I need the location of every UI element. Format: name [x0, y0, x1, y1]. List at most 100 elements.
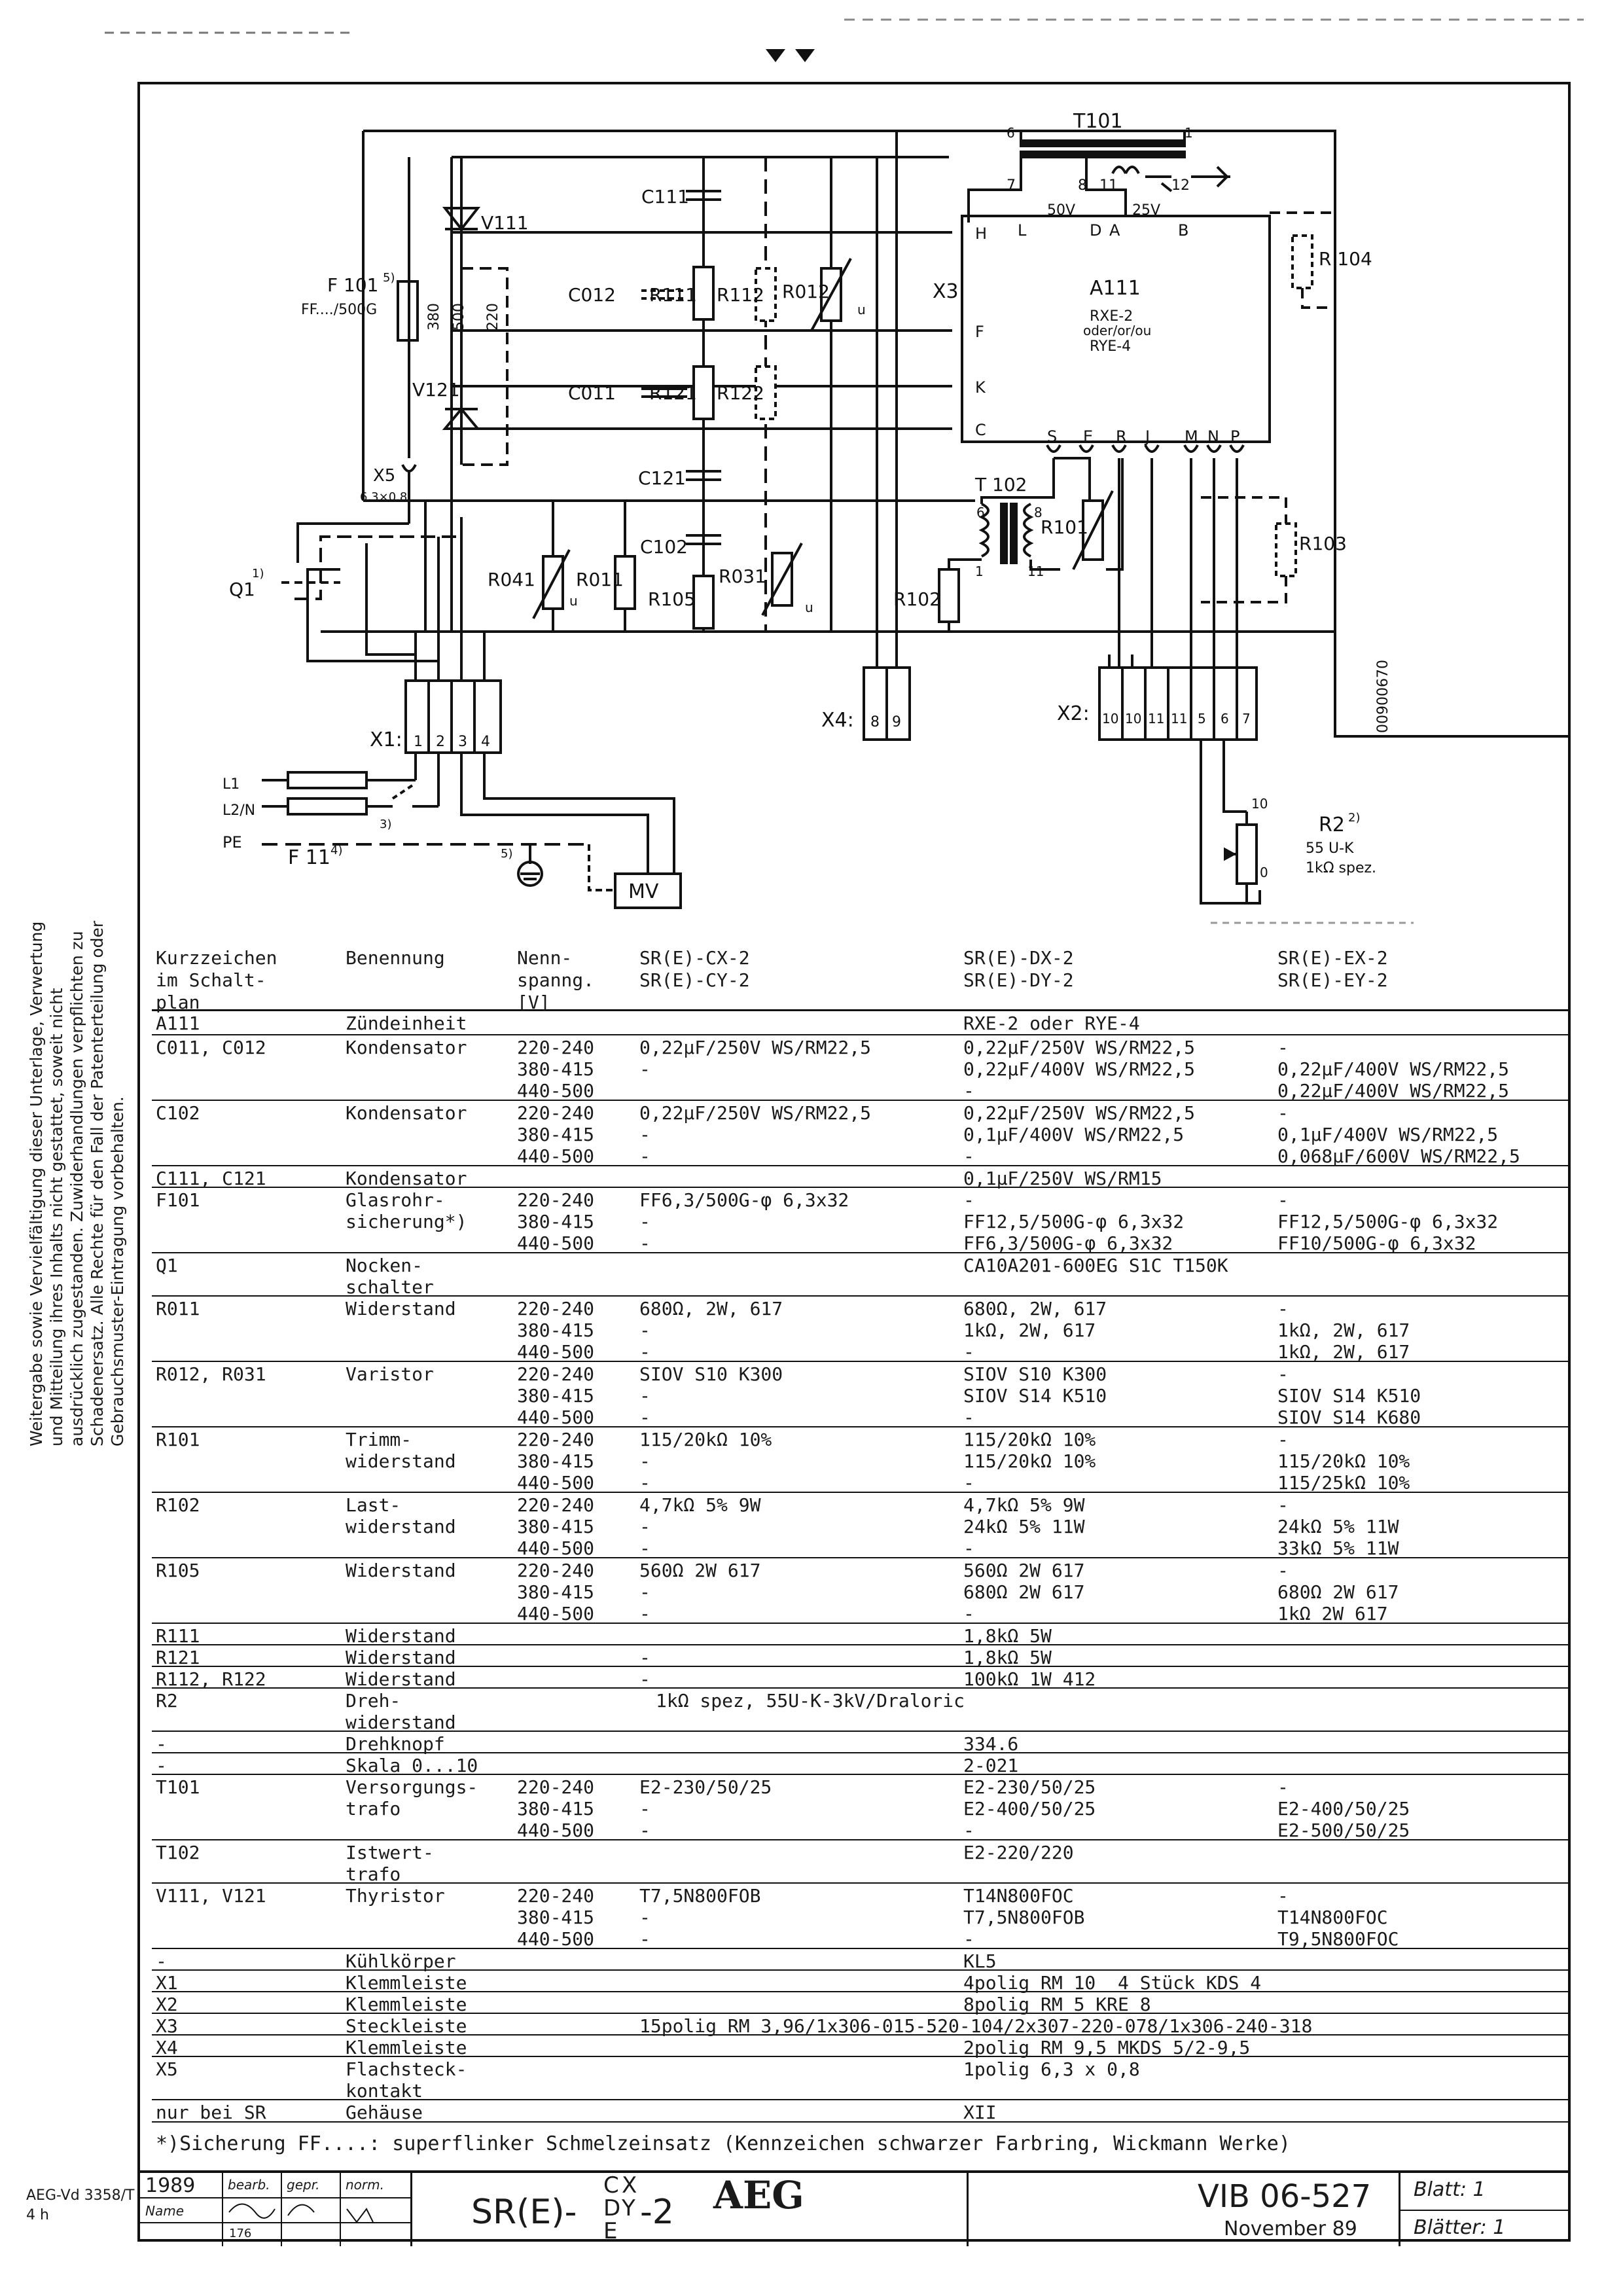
cell-c1: Flachsteck- kontakt — [346, 2058, 467, 2102]
label-R103: R103 — [1299, 533, 1347, 554]
revision-grid — [137, 2173, 412, 2246]
pin-E: E — [1083, 427, 1093, 446]
cell-c4: CA10A201-600EG S1C T150K — [963, 1255, 1228, 1276]
label-T101: T101 — [1073, 110, 1123, 133]
label-C111: C111 — [641, 186, 689, 207]
cell-c2: 220-240 380-415 440-500 — [517, 1363, 595, 1428]
label-x2-f: 6 — [1221, 711, 1229, 726]
cell-c3: - — [639, 1668, 651, 1690]
label-t8: 8 — [1034, 505, 1043, 520]
cell-c2: 220-240 380-415 440-500 — [517, 1429, 595, 1494]
cell-c4: 334.6 — [963, 1733, 1019, 1755]
label-u1: u — [857, 302, 866, 317]
drawing-number: 00900670 — [1375, 660, 1391, 733]
pin-B: B — [1178, 221, 1188, 240]
cell-c0: nur bei SR — [156, 2102, 266, 2123]
cell-c6: 100kΩ 1W 412 — [963, 1668, 1096, 1690]
cell-c1: Istwert- trafo — [346, 1842, 434, 1885]
label-Q1: Q1 — [229, 579, 255, 600]
cell-c1: Widerstand — [346, 1298, 456, 1319]
cell-c2: 220-240 380-415 440-500 — [517, 1885, 595, 1950]
cell-c4: 2polig RM 9,5 MKDS 5/2-9,5 — [963, 2037, 1251, 2058]
cell-c4: XII — [963, 2102, 997, 2123]
header-c3: SR(E)-CX-2 SR(E)-CY-2 — [639, 947, 750, 991]
table-row: Q1 Nocken- schalter CA10A201-600EG S1C T15… — [152, 1253, 1571, 1298]
label-x1-2: 2 — [436, 734, 445, 750]
label-w7: 7 — [1007, 177, 1016, 194]
label-x2-a: 10 — [1102, 711, 1118, 726]
cell-c1: Glasrohr- sicherung*) — [346, 1189, 467, 1232]
cell-c1: Widerstand — [346, 1647, 456, 1668]
cell-c2: 220-240 380-415 440-500 — [517, 1776, 595, 1841]
cell-c5: - 0,1µF/400V WS/RM22,5 0,068µF/600V WS/R… — [1277, 1102, 1520, 1167]
label-R2-spec2: 1kΩ spez. — [1306, 860, 1376, 876]
cell-c2: 220-240 380-415 440-500 — [517, 1298, 595, 1363]
cell-c4: T14N800FOC T7,5N800FOB - — [963, 1885, 1085, 1950]
cell-c0: Q1 — [156, 1255, 178, 1276]
cell-c4: 560Ω 2W 617 680Ω 2W 617 - — [963, 1560, 1085, 1624]
label-R012: R012 — [782, 281, 830, 302]
cell-c4: RXE-2 oder RYE-4 — [963, 1013, 1140, 1034]
label-w8: 8 — [1078, 177, 1087, 194]
cell-c1: Widerstand — [346, 1625, 456, 1647]
name-label: Name — [145, 2203, 185, 2219]
cell-c1: Klemmleiste — [346, 1972, 467, 1994]
label-x2-c: 11 — [1148, 711, 1164, 726]
sheet-box: Blatt: 1 Blätter: 1 — [1400, 2173, 1571, 2246]
label-X2: X2: — [1057, 702, 1090, 725]
label-R101: R101 — [1041, 516, 1088, 538]
cell-c5: - T14N800FOC T9,5N800FOC — [1277, 1885, 1399, 1950]
label-L1: L1 — [223, 776, 240, 793]
cell-c0: R101 — [156, 1429, 200, 1450]
cell-c4: 8polig RM 5 KRE 8 — [963, 1994, 1151, 2015]
cell-c1: Klemmleiste — [346, 1994, 467, 2015]
cell-c2: 220-240 380-415 440-500 — [517, 1102, 595, 1167]
year: 1989 — [145, 2174, 196, 2197]
pin-H: H — [975, 224, 987, 243]
label-t6: 6 — [976, 505, 985, 520]
form-number-line2: 4 h — [26, 2207, 49, 2223]
cell-c0: T101 — [156, 1776, 200, 1798]
pin-N: N — [1207, 427, 1219, 446]
cell-c0: V111, V121 — [156, 1885, 266, 1907]
cell-c0: - — [156, 1733, 167, 1755]
header-c0: Kurzzeichen im Schalt- plan — [156, 947, 277, 1013]
cell-c4: 1,8kΩ 5W — [963, 1625, 1052, 1647]
cell-c3: 0,22µF/250V WS/RM22,5 - — [639, 1037, 872, 1080]
cell-c0: X1 — [156, 1972, 178, 1994]
cell-c5: - 1kΩ, 2W, 617 1kΩ, 2W, 617 — [1277, 1298, 1410, 1363]
doc-box: VIB 06-527 November 89 Blatt: 1 Blätter:… — [969, 2173, 1571, 2246]
norm-label: norm. — [346, 2177, 384, 2193]
label-x2-g: 7 — [1242, 711, 1251, 726]
cell-c1: Nocken- schalter — [346, 1255, 434, 1298]
pin-A: A — [1109, 221, 1120, 240]
label-X1: X1: — [370, 728, 402, 751]
cell-c0: C011, C012 — [156, 1037, 266, 1058]
label-sup3: 3) — [380, 817, 391, 831]
cell-c1: Kühlkörper — [346, 1950, 456, 1972]
label-50v: 50V — [1047, 202, 1075, 219]
circuit-diagram: T101 6 1 7 8 11 12 50V 25V H L D A B V11… — [223, 110, 1571, 924]
cell-c1: Trimm- widerstand — [346, 1429, 456, 1472]
cell-c3: 15polig RM 3,96/1x306-015-520-104/2x307-… — [639, 2015, 1313, 2037]
cell-c0: R2 — [156, 1690, 178, 1712]
cell-c0: - — [156, 1755, 167, 1776]
cell-c1: Widerstand — [346, 1668, 456, 1690]
label-R122: R122 — [717, 382, 764, 404]
pin-P: P — [1230, 427, 1240, 446]
cell-c0: - — [156, 1950, 167, 1972]
cell-c0: R011 — [156, 1298, 200, 1319]
cell-c2: 220-240 380-415 440-500 — [517, 1037, 595, 1102]
footnote: *)Sicherung FF....: superflinker Schmelz… — [156, 2132, 1291, 2155]
pin-L: L — [1018, 221, 1027, 240]
copyright-note: Weitergabe sowie Vervielfältigung dieser… — [27, 920, 127, 1446]
